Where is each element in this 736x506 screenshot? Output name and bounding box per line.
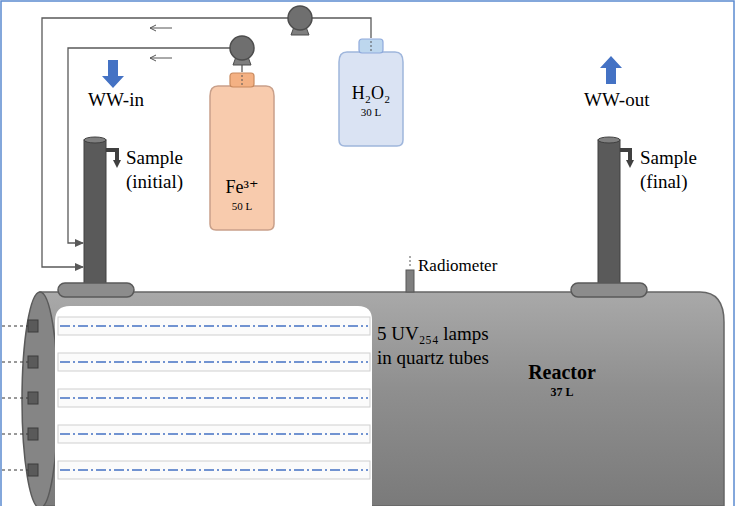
reactor-body (22, 292, 724, 506)
direction-mark (150, 25, 172, 61)
dosing-pump (288, 6, 312, 30)
sample-label-box: Sample (initial) (126, 146, 210, 194)
dosing-pump (230, 36, 254, 65)
uv-lamps (60, 469, 368, 471)
dosing-pump (288, 6, 312, 35)
inlet-pipe (113, 160, 121, 168)
inlet-pipe (84, 140, 106, 288)
uv-lamps (60, 361, 368, 363)
direction-mark (150, 55, 172, 61)
outlet-pipe (598, 140, 620, 288)
reactor-vessel: Reactor37 L 5 UV₂₅₄ lamps in quartz tubes (22, 292, 724, 506)
lamp-connectors (2, 362, 28, 363)
outlet-label-box: WW-out (584, 88, 674, 112)
lamp-connectors (2, 470, 28, 471)
node-text: H₂O₂ (352, 82, 391, 105)
reagent-bottle: H₂O₂30 L (337, 38, 405, 148)
lamp-window (55, 306, 372, 506)
lamp-connectors (28, 428, 38, 440)
inlet-pipe (106, 150, 117, 160)
lamp-window (55, 306, 372, 506)
outlet-pipe (571, 283, 647, 297)
reactor-body (40, 292, 724, 506)
lamp-connectors (2, 398, 28, 399)
lamp-connectors (2, 326, 28, 327)
lamp-connectors (2, 434, 28, 435)
uv-lamps (60, 433, 368, 435)
inlet-pipe (84, 137, 106, 143)
bottle-cap (359, 39, 383, 53)
node-text: Fe³⁺ (226, 176, 259, 199)
bottle-body (210, 86, 274, 230)
inlet-pipe (58, 283, 134, 297)
feed-tube (371, 41, 372, 51)
sample-label: Sample (initial) (126, 147, 183, 192)
node-text: Reactor (528, 360, 596, 385)
uv-lamps (58, 389, 370, 407)
node-text: 30 L (361, 105, 381, 119)
uv-lamps (58, 317, 370, 479)
lamp-connectors (28, 464, 38, 476)
dosing-pump (230, 36, 254, 60)
radiometer-label: Radiometer (418, 256, 497, 275)
inlet-label: WW-in (88, 89, 144, 110)
node-text: 50 L (232, 199, 252, 213)
radiometer-sensor (406, 256, 414, 292)
uv-lamps (58, 461, 370, 479)
reagent-bottle: Fe³⁺50 L (208, 72, 276, 232)
lamp-connectors (28, 356, 38, 368)
radiometer-label-box: Radiometer (418, 254, 528, 278)
outlet-label: WW-out (584, 89, 649, 110)
flow-arrow (600, 56, 622, 84)
bottle-cap (230, 73, 254, 87)
feed-tube (242, 75, 243, 85)
node-text: 37 L (550, 385, 573, 400)
direction-mark (150, 25, 172, 31)
bottle-body (339, 52, 403, 146)
flow-arrow (102, 60, 124, 88)
radiometer-sensor (406, 270, 414, 292)
uv-lamps (58, 353, 370, 371)
sample-label-box: Sample (final) (640, 146, 724, 194)
uv-lamp-array: 5 UV₂₅₄ lamps in quartz tubes (55, 306, 372, 506)
lamp-connectors (28, 392, 38, 404)
inlet-pipe (58, 137, 134, 297)
outlet-pipe (620, 150, 630, 160)
node-text: 5 UV₂₅₄ lamps in quartz tubes (377, 322, 501, 370)
radiometer-sensor (410, 256, 411, 267)
inlet-label-box: WW-in (88, 88, 168, 112)
lamp-connectors (2, 320, 38, 476)
outlet-pipe (626, 160, 634, 168)
outlet-pipe (598, 137, 620, 143)
uv-lamps (60, 397, 368, 399)
uv-lamps (60, 325, 368, 327)
reactor-body (22, 292, 58, 506)
sample-label: Sample (final) (640, 147, 697, 192)
lamp-connectors (28, 320, 38, 332)
uv-lamps (58, 425, 370, 443)
feed-line (42, 18, 371, 267)
uv-lamps (58, 317, 370, 335)
outlet-pipe (571, 137, 647, 297)
